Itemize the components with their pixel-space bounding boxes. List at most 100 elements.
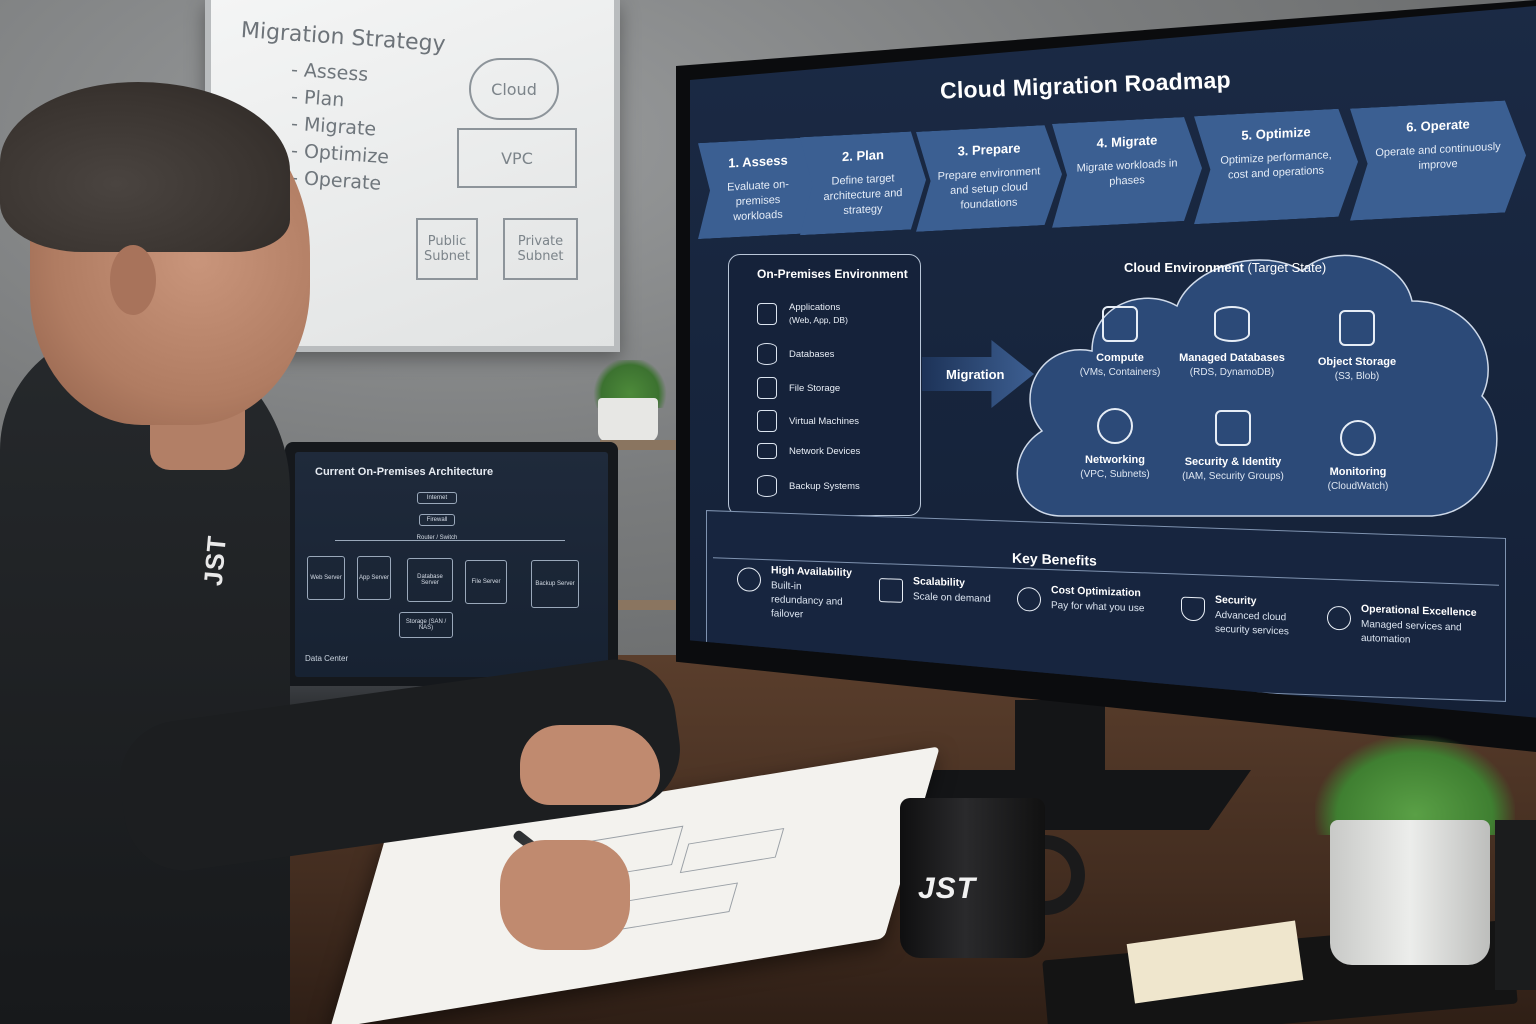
benefit-desc: Pay for what you use (1051, 600, 1145, 615)
cloud-item-networking: Networking (VPC, Subnets) (1060, 408, 1170, 480)
step-desc: Operate and continuously improve (1375, 140, 1501, 173)
benefit-desc: Scale on demand (913, 591, 991, 605)
cloud-title-rest: (Target State) (1243, 260, 1327, 275)
migration-label: Migration (946, 367, 1005, 382)
cloud-icon (1340, 420, 1376, 456)
availability-icon (737, 567, 761, 592)
laptop-footer: Data Center (305, 654, 349, 663)
tablet-icon (757, 303, 777, 325)
desk-plant-pot (1330, 820, 1490, 965)
step-desc: Evaluate on-premises workloads (727, 178, 789, 224)
notebook-sketch (679, 827, 785, 874)
step-title: 2. Plan (842, 146, 884, 165)
laptop-connector (335, 540, 565, 541)
whiteboard-item: - Migrate (290, 112, 377, 141)
cloud-item-title: Managed Databases (1179, 352, 1285, 364)
onprem-item-virtual-machines: Virtual Machines (757, 410, 859, 432)
pen-cup (1495, 820, 1536, 990)
onprem-item-network-devices: Network Devices (757, 443, 860, 459)
network-device-icon (757, 443, 777, 459)
step-desc: Prepare environment and setup cloud foun… (937, 165, 1041, 212)
step-title: 5. Optimize (1241, 124, 1311, 143)
cloud-item-title: Compute (1096, 352, 1144, 364)
chart-icon (879, 578, 903, 603)
shelf (600, 440, 680, 450)
benefit-desc: Advanced cloud security services (1215, 609, 1289, 638)
step-desc: Migrate workloads in phases (1076, 157, 1178, 188)
benefit-title: Cost Optimization (1051, 584, 1141, 600)
roadmap-step-operate: 6. Operate Operate and continuously impr… (1350, 99, 1526, 220)
dollar-icon (1017, 586, 1041, 612)
gear-icon (1327, 605, 1351, 631)
cloud-item-object-storage: Object Storage (S3, Blob) (1302, 310, 1412, 382)
whiteboard-item: - Assess (290, 58, 369, 86)
cloud-item-sub: (IAM, Security Groups) (1182, 471, 1284, 482)
benefit-desc: Managed services and automation (1361, 618, 1462, 646)
cloud-item-title: Object Storage (1317, 356, 1397, 368)
onprem-item-label: Virtual Machines (789, 415, 860, 427)
key-benefits-title: Key Benefits (1012, 549, 1097, 569)
monitor-stand (1015, 700, 1105, 780)
benefit-high-availability: High Availability Built-in redundancy an… (737, 563, 856, 624)
vm-icon (757, 410, 777, 432)
cloud-item-title: Security & Identity (1184, 456, 1282, 468)
benefit-security: Security Advanced cloud security service… (1181, 593, 1305, 640)
roadmap-step-migrate: 4. Migrate Migrate workloads in phases (1052, 116, 1202, 228)
laptop-firewall: Firewall (419, 514, 455, 526)
onprem-panel: On-Premises Environment Applications (Web… (728, 254, 921, 516)
person-hair (0, 82, 290, 252)
step-desc: Optimize performance, cost and operation… (1220, 149, 1332, 182)
monitor-screen: Cloud Migration Roadmap 1. Assess Evalua… (690, 6, 1536, 718)
laptop-title: Current On-Premises Architecture (315, 466, 494, 478)
cloud-item-sub: (RDS, DynamoDB) (1189, 367, 1275, 378)
laptop-backup-server: Backup Server (531, 560, 579, 608)
cloud-item-sub: (VPC, Subnets) (1080, 469, 1150, 480)
laptop-db-server: Database Server (407, 558, 453, 602)
whiteboard-list: - Assess - Plan - Migrate - Optimize - O… (290, 58, 389, 197)
cloud-title-bold: Cloud Environment (1124, 260, 1244, 275)
onprem-item-applications: Applications (Web, App, DB) (757, 301, 848, 327)
cloud-item-managed-databases: Managed Databases (RDS, DynamoDB) (1172, 306, 1292, 378)
benefit-desc: Built-in redundancy and failover (771, 580, 843, 621)
whiteboard-private-subnet: Private Subnet (503, 218, 578, 280)
cloud-item-title: Networking (1085, 454, 1145, 466)
jacket-logo: JST (197, 533, 232, 588)
person-ear (110, 245, 156, 315)
step-desc: Define target architecture and strategy (823, 172, 903, 218)
onprem-item-label: Applications (789, 302, 841, 313)
roadmap-title: Cloud Migration Roadmap (939, 66, 1232, 104)
desk-plant (1315, 735, 1515, 835)
whiteboard-item: - Plan (290, 85, 346, 112)
whiteboard-item: - Operate (290, 166, 382, 195)
roadmap-step-prepare: 3. Prepare Prepare environment and setup… (916, 124, 1062, 232)
roadmap-step-assess: 1. Assess Evaluate on-premises workloads (698, 137, 818, 239)
laptop-storage: Storage (SAN / NAS) (399, 612, 453, 638)
onprem-item-label: Network Devices (789, 445, 861, 457)
onprem-item-label: File Storage (789, 382, 841, 394)
database-icon (757, 343, 777, 365)
cloud-title: Cloud Environment (Target State) (1124, 260, 1326, 275)
laptop-web-server: Web Server (307, 556, 345, 600)
shield-icon (1181, 596, 1205, 622)
cloud-item-security-identity: Security & Identity (IAM, Security Group… (1168, 410, 1298, 482)
whiteboard-cloud-sketch: Cloud (469, 58, 559, 120)
hand-on-laptop (520, 725, 660, 805)
mug-logo: JST (918, 872, 977, 905)
cloud-environment-shape (1016, 254, 1498, 517)
file-storage-icon (757, 377, 777, 399)
step-title: 3. Prepare (957, 140, 1021, 159)
onprem-item-sub: (Web, App, DB) (789, 315, 848, 325)
laptop-display: Current On-Premises Architecture Interne… (295, 452, 608, 677)
laptop-internet: Internet (417, 492, 457, 504)
roadmap-step-plan: 2. Plan Define target architecture and s… (800, 131, 926, 236)
benefit-operational-excellence: Operational Excellence Managed services … (1327, 602, 1477, 650)
person-jacket (0, 330, 290, 1024)
whiteboard-title: Migration Strategy (240, 18, 447, 58)
onprem-item-label: Databases (789, 348, 835, 360)
benefit-title: Scalability (913, 575, 965, 590)
database-icon (1214, 306, 1250, 342)
cloud-item-sub: (VMs, Containers) (1079, 367, 1161, 378)
onprem-title: On-Premises Environment (757, 267, 908, 281)
laptop-router: Router / Switch (416, 535, 458, 541)
benefit-title: Operational Excellence (1361, 602, 1477, 619)
